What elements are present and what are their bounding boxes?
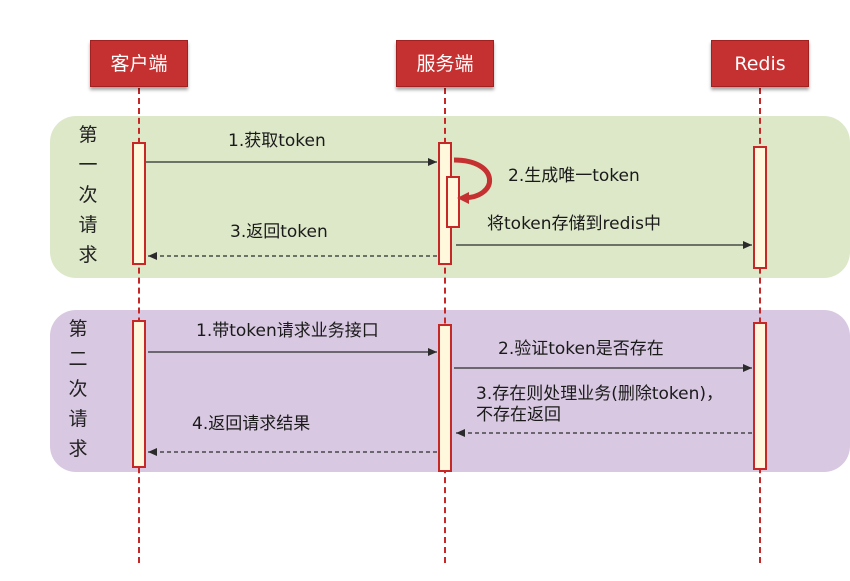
client-activation-1 (132, 142, 146, 265)
msg-phase2-process-line1: 3.存在则处理业务(删除token)， (476, 384, 724, 404)
msg-phase1-return-token: 3.返回token (230, 222, 328, 242)
msg-phase2-verify-token: 2.验证token是否存在 (498, 339, 664, 359)
phase-1-label-char: 第 (78, 124, 98, 146)
phase-1-label-char: 求 (78, 244, 98, 266)
arrow-phase1-self (453, 157, 492, 204)
redis-activation-2 (753, 322, 767, 470)
phase-2-label-char: 求 (68, 438, 88, 460)
msg-phase1-generate-token: 2.生成唯一token (508, 166, 640, 186)
msg-phase1-store-token: 将token存储到redis中 (487, 214, 661, 234)
server-activation-2 (438, 324, 452, 472)
msg-phase2-request-with-token: 1.带token请求业务接口 (196, 321, 379, 341)
phase-1-label-char: 次 (78, 184, 98, 206)
client-activation-2 (132, 320, 146, 468)
actor-redis: Redis (711, 40, 809, 87)
msg-phase2-process-line2: 不存在返回 (476, 405, 561, 425)
actor-server: 服务端 (396, 40, 494, 87)
phase-2-label-char: 次 (68, 378, 88, 400)
msg-phase2-return-result: 4.返回请求结果 (192, 414, 311, 434)
phase-1-label: 第 一 次 请 求 (76, 120, 100, 270)
phase-1-label-char: 请 (78, 214, 98, 236)
phase-2-label-char: 第 (68, 318, 88, 340)
phase-2-label-char: 请 (68, 408, 88, 430)
phase-1-label-char: 一 (78, 154, 98, 176)
actor-client: 客户端 (90, 40, 188, 87)
phase-2-label: 第 二 次 请 求 (66, 314, 90, 464)
redis-activation-1 (753, 146, 767, 269)
msg-phase1-get-token: 1.获取token (228, 131, 326, 151)
phase-2-label-char: 二 (68, 348, 88, 370)
